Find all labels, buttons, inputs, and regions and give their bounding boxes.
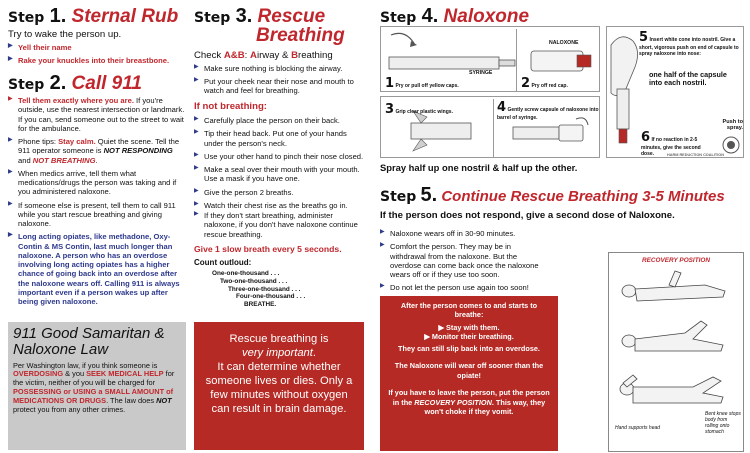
- good-samaritan-title: 911 Good Samaritan & Naloxone Law: [13, 325, 165, 358]
- panel-3-caption: 3 Grip clear plastic wings.: [385, 102, 453, 117]
- step5-heading: Step 5. Continue Rescue Breathing 3-5 Mi…: [380, 184, 725, 206]
- list-item: If someone else is present, tell them to…: [8, 201, 186, 229]
- panel-4-caption: 4 Gently screw capsule of naloxone into …: [497, 100, 599, 121]
- not-breathing-heading: If not breathing:: [194, 101, 268, 113]
- step1-subtitle: Try to wake the person up.: [8, 29, 122, 40]
- push-label: Push to spray.: [722, 119, 743, 132]
- step5-subtitle: If the person does not respond, give a s…: [380, 210, 675, 221]
- count-line: Four-one-thousand . . .: [236, 293, 306, 301]
- list-item: Tell them exactly where you are. If you'…: [8, 96, 186, 133]
- panel-2-caption: 2 Pry off red cap.: [521, 76, 568, 91]
- list-item: Tip their head back. Put one of your han…: [194, 129, 364, 148]
- good-samaritan-box: 911 Good Samaritan & Naloxone Law Per Wa…: [8, 322, 186, 450]
- step1-list: Yell their name Rake your knuckles into …: [8, 43, 186, 66]
- step2-heading: Step 2. Call 911: [8, 72, 142, 95]
- syringe-illustration: [388, 29, 592, 91]
- list-item: Rake your knuckles into their breastbone…: [8, 56, 186, 65]
- step5-list: Naloxone wears off in 30-90 minutes. Com…: [380, 229, 546, 297]
- step3-rescue-list: Carefully place the person on their back…: [194, 116, 364, 239]
- recovery-position-illustration: [619, 270, 726, 404]
- list-item: When medics arrive, tell them what medic…: [8, 169, 186, 197]
- list-item: Long acting opiates, like methadone, Oxy…: [8, 232, 186, 306]
- count-line: BREATHE.: [244, 300, 277, 308]
- after-care-box: After the person comes to and starts to …: [380, 296, 558, 451]
- list-item: Put your cheek near their nose and mouth…: [194, 77, 364, 96]
- nasal-spray-illustration: [610, 36, 740, 154]
- column-steps-4-5: Step 4. Naloxone SYRINGE NALOXONE 1 Pry …: [380, 0, 744, 452]
- after-care-item: ▶ Stay with them.: [438, 322, 500, 332]
- naloxone-panels-5-6: 5 Insert white cone into nostril. Give a…: [606, 26, 744, 158]
- step4-heading: Step 4. Naloxone: [380, 5, 530, 27]
- column-steps-1-2: Step 1. Sternal Rub Try to wake the pers…: [8, 0, 186, 450]
- rescue-breathing-callout: Rescue breathing is very important. It c…: [194, 322, 364, 450]
- list-item: Make sure nothing is blocking the airway…: [194, 64, 364, 73]
- list-item: Make a seal over their mouth with your m…: [194, 165, 364, 184]
- capsule-illustration: [410, 99, 589, 157]
- step3-check-list: Make sure nothing is blocking the airway…: [194, 64, 364, 96]
- naloxone-panels-1-2: SYRINGE NALOXONE 1 Pry or pull off yello…: [380, 26, 600, 92]
- good-samaritan-text: Per Washington law, if you think someone…: [13, 360, 175, 414]
- hand-caption: Hand supports head: [615, 425, 661, 431]
- step2-list: Tell them exactly where you are. If you'…: [8, 96, 186, 306]
- list-item: Carefully place the person on their back…: [194, 116, 364, 125]
- naloxone-panels-3-4: 3 Grip clear plastic wings. 4 Gently scr…: [380, 96, 600, 158]
- recovery-position-figure: RECOVERY POSITION Hand supports head Ben…: [608, 252, 744, 452]
- list-item: Watch their chest rise as the breaths go…: [194, 201, 364, 210]
- list-item: Do not let the person use again too soon…: [380, 283, 546, 292]
- syringe-label: SYRINGE: [469, 70, 493, 76]
- list-item: Yell their name: [8, 43, 186, 52]
- column-step-3: Step 3. Rescue Breathing Check A&B: Airw…: [194, 0, 364, 450]
- panel-5-bold: one half of the capsule into each nostri…: [649, 70, 727, 88]
- list-item: If they don't start breathing, administe…: [194, 211, 364, 239]
- recovery-position-title: RECOVERY POSITION: [642, 257, 710, 264]
- panel-1-caption: 1 Pry or pull off yellow caps.: [385, 76, 459, 91]
- list-item: Give the person 2 breaths.: [194, 188, 364, 197]
- coalition-credit: HARM REDUCTION COALITION: [667, 153, 724, 157]
- panel-5-caption: 5 Insert white cone into nostril. Give a…: [639, 30, 739, 57]
- step3-heading: Step 3. Rescue: [194, 5, 326, 27]
- list-item: Naloxone wears off in 30-90 minutes.: [380, 229, 546, 238]
- step1-heading: Step 1. Sternal Rub: [8, 5, 179, 27]
- list-item: Comfort the person. They may be in withd…: [380, 242, 546, 279]
- breath-interval: Give 1 slow breath every 5 seconds.: [194, 243, 342, 254]
- panel-6-caption: 6 If no reaction in 2-5 minutes, give th…: [641, 130, 701, 157]
- count-lines: One-one-thousand . . . Two-one-thousand …: [194, 270, 364, 308]
- spray-instruction: Spray half up one nostril & half up the …: [380, 162, 578, 173]
- list-item: Phone tips: Stay calm. Quiet the scene. …: [8, 137, 186, 165]
- count-line: One-one-thousand . . .: [212, 270, 280, 278]
- after-care-item: ▶ Monitor their breathing.: [424, 332, 514, 342]
- knee-caption: Bent knee stops body from rolling onto s…: [705, 411, 741, 436]
- naloxone-label: NALOXONE: [549, 40, 579, 46]
- count-title: Count outloud:: [194, 258, 252, 268]
- count-line: Two-one-thousand . . .: [220, 277, 288, 285]
- count-line: Three-one-thousand . . .: [228, 285, 301, 293]
- list-item: Use your other hand to pinch their nose …: [194, 152, 364, 161]
- step3-heading-line2: Breathing: [256, 25, 345, 46]
- step3-subtitle: Check A&B: Airway & Breathing: [194, 50, 333, 61]
